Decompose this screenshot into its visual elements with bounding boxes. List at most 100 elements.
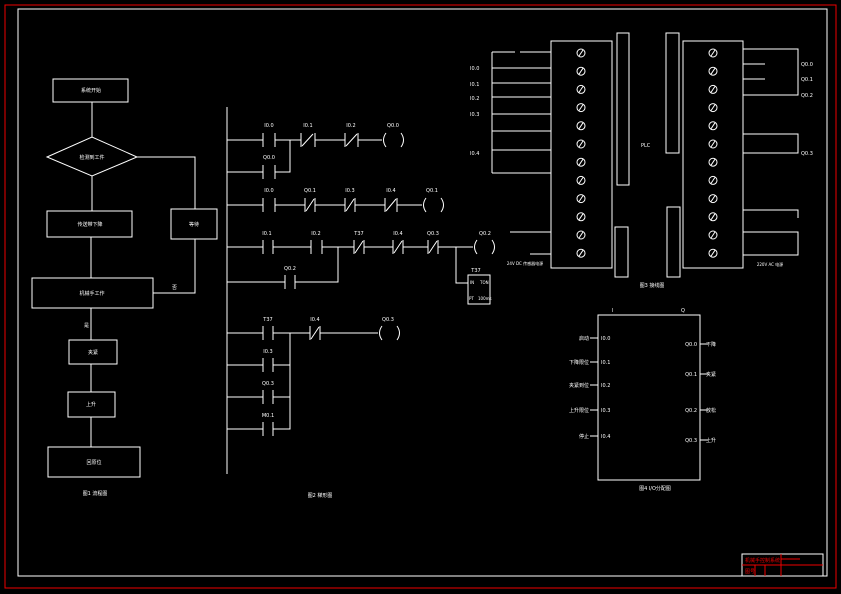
- terminal-screw: [708, 139, 718, 149]
- diagram-line: [665, 32, 680, 154]
- diagram-label: Q0.2: [801, 93, 813, 99]
- terminal-slot: [710, 249, 716, 257]
- diagram-label: 24V DC 传感器电源: [507, 260, 543, 266]
- diagram-label: PT: [469, 296, 474, 301]
- flow-no-label: 否: [172, 285, 177, 291]
- diagram-label: I0.1: [470, 82, 479, 88]
- wiring-diagram: I0.0 I0.1 I0.2 I0.3 I0.4 Q0.0 Q0.1 Q0.2 …: [470, 32, 813, 289]
- diagram-label: 图号: [745, 569, 755, 575]
- coil: [423, 197, 444, 213]
- flow-step: [68, 339, 118, 365]
- outer-frame: [4, 4, 837, 589]
- terminal-slot: [710, 213, 716, 221]
- diagram-line: [614, 226, 629, 278]
- diagram-label: 上升: [706, 437, 716, 444]
- output-terminal-block: [682, 40, 744, 269]
- terminal-slot: [710, 104, 716, 111]
- terminal-screw: [576, 139, 586, 149]
- diagram-label: Q0.0: [685, 342, 697, 348]
- terminal-screw: [708, 157, 718, 167]
- terminal-slot: [710, 140, 716, 148]
- diagram-label: I0.0: [264, 188, 273, 194]
- diagram-label: I0.2: [601, 383, 610, 389]
- terminal-slot: [578, 104, 584, 111]
- diagram-label: T37: [353, 231, 363, 237]
- diagram-label: 启动: [579, 335, 589, 342]
- flow-step-label: 机械手工作: [79, 290, 104, 297]
- diagram-label: I0.3: [263, 349, 272, 355]
- diagram-label: Q0.3: [427, 231, 439, 237]
- diagram-label: I0.4: [470, 151, 479, 157]
- diagram-label: Q0.3: [382, 317, 394, 323]
- terminal-screw: [576, 157, 586, 167]
- terminal-screw: [576, 103, 586, 113]
- terminal-slot: [578, 158, 584, 166]
- flow-step: [46, 210, 133, 238]
- diagram-label: I0.3: [470, 112, 479, 118]
- flow-yes-label: 是: [84, 323, 89, 329]
- io-diagram: I Q 启动 I0.0 下降限位 I0.1 夹紧到位 I0.2 上升限位 I0.…: [569, 308, 716, 492]
- terminal-slot: [578, 231, 584, 239]
- inner-frame: [17, 8, 828, 577]
- diagram-label: I: [612, 308, 613, 314]
- terminal-screw: [708, 194, 718, 204]
- diagram-label: I0.3: [345, 188, 354, 194]
- terminal-slot: [710, 86, 716, 93]
- diagram-line: [590, 337, 708, 441]
- terminal-slot: [710, 122, 716, 130]
- terminal-screw: [576, 212, 586, 222]
- terminal-screw: [576, 66, 586, 76]
- terminal-screw: [708, 212, 718, 222]
- rung-1: [227, 133, 382, 179]
- diagram-label: Q0.3: [685, 438, 697, 444]
- diagram-label: 机械手控制系统: [745, 557, 780, 564]
- terminal-slot: [578, 249, 584, 257]
- rung-2: [227, 198, 422, 212]
- terminal-slot: [578, 86, 584, 93]
- terminal-slot: [578, 195, 584, 202]
- flow-step-start: [52, 78, 129, 103]
- terminal-screw: [576, 84, 586, 94]
- diagram-label: 夹紧到位: [569, 382, 589, 389]
- flow-step-label: 系统开始: [81, 87, 101, 94]
- coil: [474, 239, 495, 255]
- diagram-label: Q0.2: [479, 231, 491, 237]
- input-terminal-block: [550, 40, 613, 269]
- wiring-lines: [491, 48, 799, 256]
- diagram-label: TON: [479, 280, 489, 285]
- diagram-label: Q0.0: [263, 155, 275, 161]
- terminal-screw: [708, 84, 718, 94]
- flowchart: 系统开始 检测到工件 传送带下降 机械手工作 夹紧 上升 回原位 等待 否 是 …: [31, 78, 218, 497]
- diagram-label: 下降: [706, 341, 716, 348]
- terminal-slot: [578, 49, 584, 57]
- diagram-line: [666, 206, 681, 278]
- flow-step-label: 回原位: [86, 459, 101, 466]
- diagram-label: 夹紧: [706, 371, 716, 378]
- diagram-label: PLC: [641, 143, 651, 149]
- ladder-caption: 图2 梯形图: [308, 492, 333, 499]
- title-block: 机械手控制系统 图号: [741, 553, 824, 577]
- flow-decision-label: 检测到工件: [79, 154, 104, 161]
- terminal-screw: [576, 230, 586, 240]
- terminal-screw: [708, 175, 718, 185]
- flow-step-label: 夹紧: [88, 349, 98, 356]
- diagram-label: I0.0: [470, 66, 479, 72]
- terminal-screw: [576, 194, 586, 204]
- diagram-label: Q0.2: [685, 408, 697, 414]
- ladder-diagram: I0.0 I0.1 I0.2 Q0.0 Q0.0 I0.0 Q0.1 I0.3 …: [226, 107, 495, 499]
- diagram-label: Q0.1: [685, 372, 697, 378]
- timer-block: [467, 274, 491, 305]
- flowchart-caption: 图1 流程图: [83, 490, 108, 497]
- terminal-slot: [578, 213, 584, 221]
- diagram-label: I0.4: [310, 317, 319, 323]
- terminal-slot: [578, 122, 584, 130]
- diagram-label: M0.1: [262, 413, 274, 419]
- diagram-label: Q0.2: [284, 266, 296, 272]
- diagram-label: I0.2: [470, 96, 479, 102]
- plc-io-box: [597, 314, 701, 481]
- terminal-slot: [710, 158, 716, 166]
- diagram-label: 停止: [579, 433, 589, 440]
- terminal-screw: [708, 103, 718, 113]
- terminal-screw: [708, 230, 718, 240]
